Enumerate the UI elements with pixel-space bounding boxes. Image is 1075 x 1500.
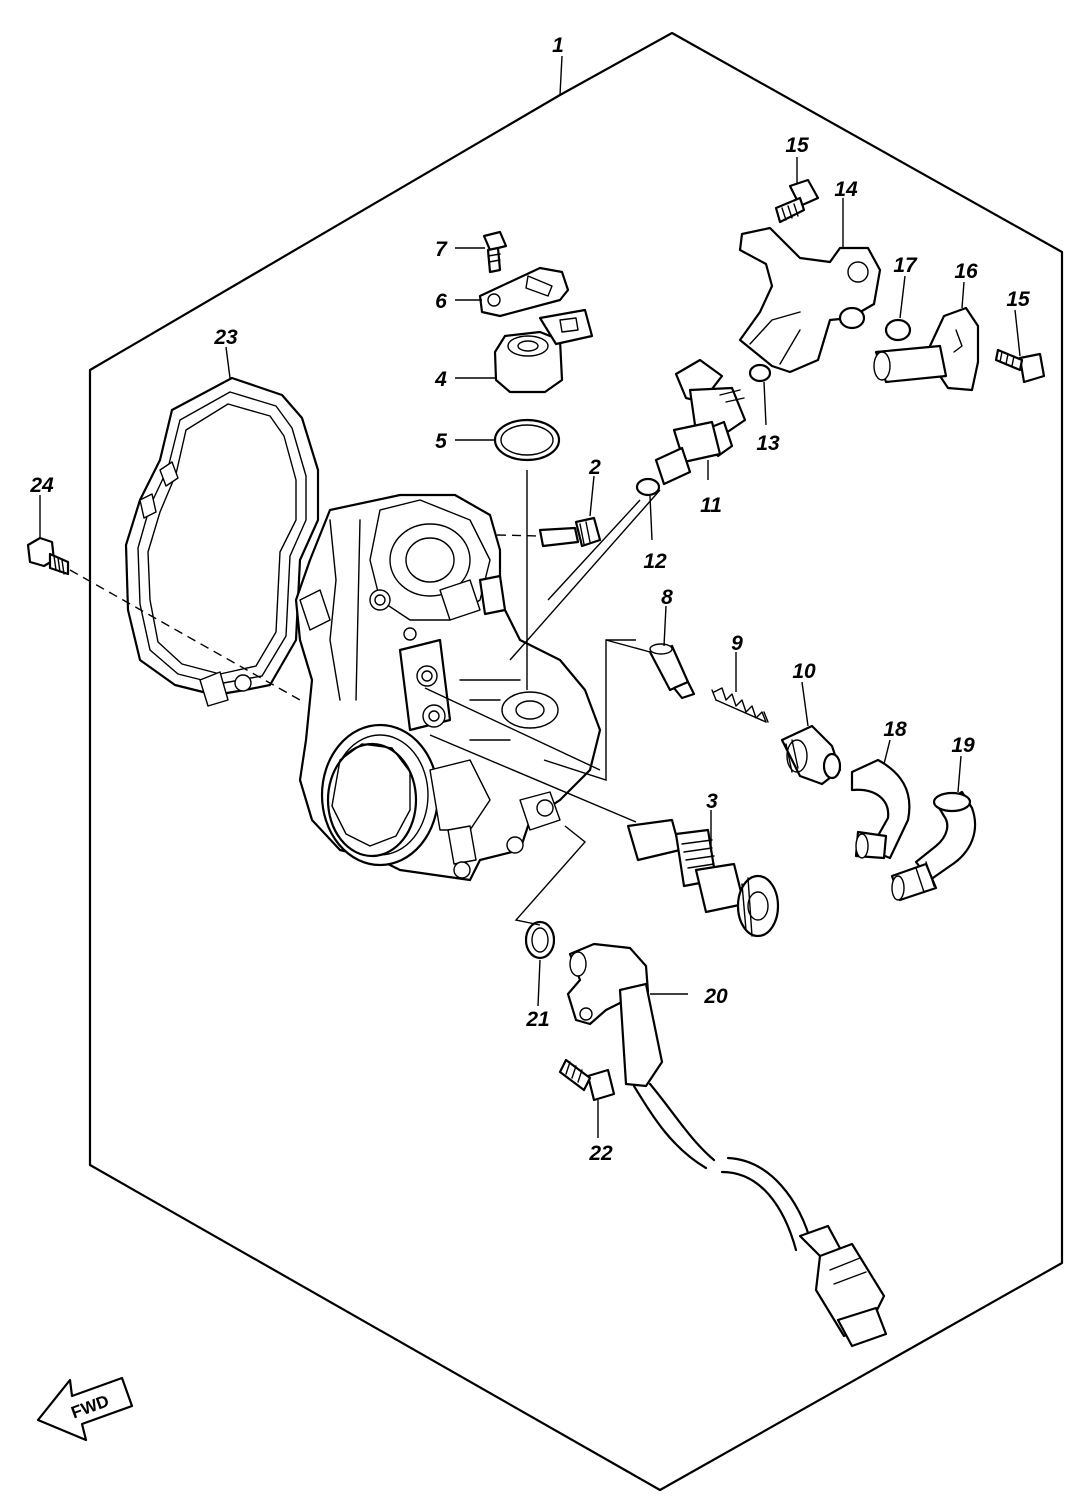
label-part-10: 10 bbox=[792, 660, 816, 683]
label-part-20: 20 bbox=[703, 985, 728, 1008]
label-part-3: 3 bbox=[706, 790, 718, 813]
label-part-13: 13 bbox=[756, 432, 780, 455]
label-part-16: 16 bbox=[954, 260, 978, 283]
plunger-part-8 bbox=[648, 643, 696, 700]
fwd-arrow-icon: FWD bbox=[36, 1376, 134, 1442]
label-part-1: 1 bbox=[552, 34, 564, 57]
label-part-15-top: 15 bbox=[785, 134, 809, 157]
cover-part bbox=[124, 376, 320, 707]
plug-part-10 bbox=[780, 724, 842, 786]
spring-part-9 bbox=[711, 687, 769, 723]
screw-part-7 bbox=[482, 230, 508, 274]
delivery-pipe-part-14 bbox=[738, 226, 882, 374]
o-ring-part-12 bbox=[635, 477, 661, 497]
throttle-body bbox=[294, 493, 602, 882]
label-part-11: 11 bbox=[700, 494, 722, 517]
assembly-frame bbox=[88, 31, 1064, 1492]
screw-part-15-right bbox=[994, 348, 1046, 384]
bolt-part-22 bbox=[558, 1058, 616, 1102]
label-part-19: 19 bbox=[951, 734, 975, 757]
label-part-7: 7 bbox=[435, 238, 448, 261]
label-part-21: 21 bbox=[525, 1008, 549, 1031]
label-part-4: 4 bbox=[434, 368, 447, 391]
bolt-part-24 bbox=[26, 536, 70, 576]
label-part-9: 9 bbox=[731, 632, 743, 655]
o-ring-part-21 bbox=[524, 920, 556, 960]
label-part-14: 14 bbox=[834, 178, 858, 201]
injector-part-11 bbox=[654, 358, 747, 486]
label-part-24: 24 bbox=[29, 474, 54, 497]
hose-part-18 bbox=[850, 758, 911, 860]
joint-part-16 bbox=[873, 306, 980, 392]
plate-part-6 bbox=[478, 266, 570, 318]
o-ring-part-5 bbox=[493, 418, 561, 462]
sensor-lead-part-20 bbox=[566, 942, 888, 1348]
sensor-part-4 bbox=[493, 308, 594, 394]
label-part-17: 17 bbox=[893, 254, 918, 277]
o-ring-part-17 bbox=[884, 318, 912, 342]
label-part-6: 6 bbox=[435, 290, 447, 313]
adjust-screw-part-3 bbox=[626, 818, 780, 938]
label-part-12: 12 bbox=[643, 550, 667, 573]
screw-part-2 bbox=[538, 516, 602, 548]
o-ring-part-13 bbox=[748, 363, 772, 383]
hose-elbow-part-19 bbox=[890, 790, 977, 902]
label-part-2: 2 bbox=[588, 456, 601, 479]
label-part-15-right: 15 bbox=[1006, 288, 1030, 311]
label-part-22: 22 bbox=[588, 1142, 613, 1165]
label-part-23: 23 bbox=[213, 326, 238, 349]
label-part-8: 8 bbox=[661, 586, 673, 609]
label-part-18: 18 bbox=[883, 718, 907, 741]
label-part-5: 5 bbox=[435, 430, 447, 453]
screw-part-15-top bbox=[774, 178, 820, 224]
